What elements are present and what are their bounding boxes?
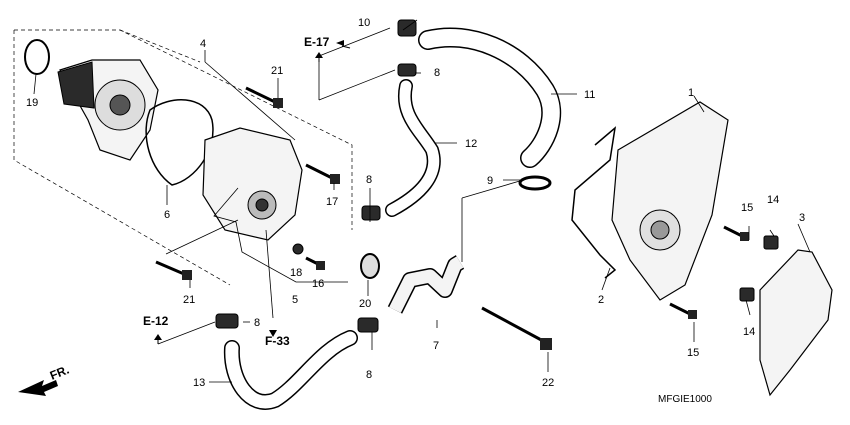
svg-text:FR.: FR. [48,363,71,383]
callout-16: 16 [312,278,324,290]
assembly-dashed-outline [13,29,353,286]
pump-cover [202,127,303,241]
bolt-17 [305,163,340,184]
callout-5: 5 [292,294,298,306]
bolt-21-upper [245,86,283,108]
front-direction-arrow-icon: FR. [18,363,71,396]
callout-9: 9 [487,175,493,187]
callout-19: 19 [26,97,38,109]
outer-cover-3 [759,249,833,397]
bolt-21-lower [155,260,192,280]
callout-18: 18 [290,267,302,279]
svg-text:F-33: F-33 [265,334,290,348]
callout-8a: 8 [434,67,440,79]
o-ring-19 [24,39,50,75]
callout-20: 20 [359,298,371,310]
clamp-8-middle [361,205,381,221]
clamp-9 [518,175,552,191]
callout-8d: 8 [366,369,372,381]
clamp-8-lower-left [215,313,239,329]
callout-1: 1 [688,87,694,99]
callout-21a: 21 [271,65,283,77]
o-ring-20 [360,253,380,279]
grommet-14-upper [763,235,779,250]
diagram-code: MFGIE1000 [658,394,712,405]
callout-12: 12 [465,138,477,150]
washer-18 [292,243,304,255]
hose-11 [418,27,562,168]
bolt-15-lower [669,302,697,319]
e12-reference: E-12 [143,314,216,345]
bolt-16 [305,256,325,270]
callout-7: 7 [433,340,439,352]
callout-labels: 1 2 3 4 5 6 7 8 8 8 8 9 10 11 12 13 14 1… [26,17,805,389]
callout-10: 10 [358,17,370,29]
gasket-2 [571,126,617,279]
callout-8c: 8 [254,317,260,329]
impeller-assembly [57,59,159,161]
callout-8b: 8 [366,174,372,186]
callout-13: 13 [193,377,205,389]
grommet-14-lower [739,287,755,302]
gasket-6 [145,99,214,186]
clamp-8-lower [357,317,379,333]
callout-4: 4 [200,38,206,50]
bolt-15-upper [723,225,749,241]
callout-22: 22 [542,377,554,389]
callout-2: 2 [598,294,604,306]
callout-3: 3 [799,212,805,224]
svg-text:E-12: E-12 [143,314,169,328]
leader-lines [33,19,811,383]
clamp-8-upper [397,63,417,77]
svg-text:E-17: E-17 [304,35,330,49]
callout-15b: 15 [687,347,699,359]
callout-14a: 14 [767,194,779,206]
callout-6: 6 [164,209,170,221]
bolt-22 [481,306,552,350]
f33-reference: F-33 [265,330,290,348]
callout-17: 17 [326,196,338,208]
callout-15a: 15 [741,202,753,214]
e17-reference: E-17 [304,35,351,62]
water-pump-cover [611,101,729,301]
callout-21b: 21 [183,294,195,306]
callout-14b: 14 [743,326,755,338]
callout-11: 11 [584,89,595,101]
